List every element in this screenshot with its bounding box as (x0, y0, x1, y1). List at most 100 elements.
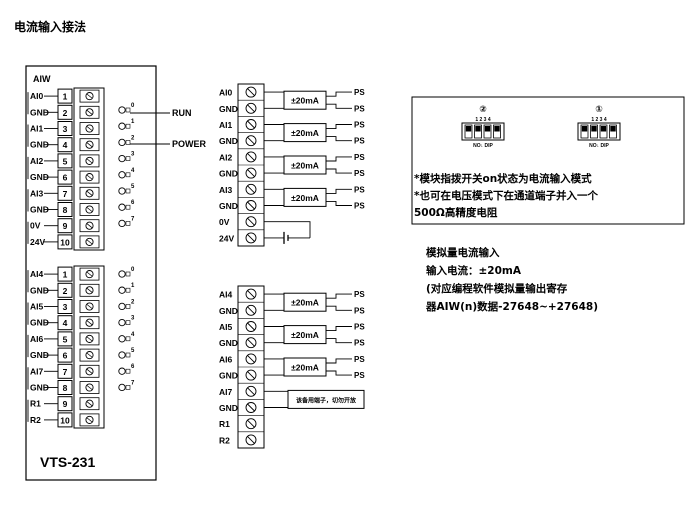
screw-slot (247, 403, 255, 412)
pin-number: 7 (63, 189, 68, 199)
led-lens (125, 287, 131, 293)
pin-number: 8 (63, 383, 68, 393)
screw-slot (86, 385, 93, 390)
screw-slot (247, 169, 255, 177)
dip-switch-number: ① (595, 105, 603, 115)
screw-slot (86, 223, 93, 228)
ps-wire (326, 124, 352, 130)
terminal-label: 24V (219, 233, 234, 243)
screw-slot (247, 88, 255, 96)
current-source-box (283, 292, 327, 312)
pin-label: 0V (30, 221, 41, 231)
info-line-3: 500Ω高精度电阻 (414, 206, 498, 219)
pin-number: 9 (63, 221, 68, 231)
status-led (118, 171, 126, 179)
led-lens (125, 123, 131, 129)
pin-number: 7 (63, 367, 68, 377)
ps-wire (326, 91, 352, 97)
pin-label: AI5 (30, 302, 44, 312)
terminal-label: AI0 (219, 88, 233, 98)
led-digit: 5 (131, 184, 135, 190)
screw-slot (247, 371, 255, 379)
dip-pin-numbers: 1 2 3 4 (475, 117, 491, 123)
screw-slot (247, 104, 255, 113)
led-digit: 0 (131, 267, 135, 273)
terminal-label: AI1 (219, 120, 233, 130)
terminal-label: R1 (219, 419, 230, 429)
screw-slot (247, 136, 255, 145)
status-led (118, 383, 126, 392)
pin-label: GND (30, 285, 49, 295)
screw-slot (86, 142, 93, 147)
reserved-note-box (287, 389, 365, 409)
pin-label: GND (30, 318, 49, 328)
module-outline (25, 65, 157, 481)
dip-toggle-on (591, 126, 597, 132)
ps-wire (326, 358, 352, 364)
screw-slot (247, 355, 255, 363)
pin-number: 2 (63, 286, 68, 296)
screw-slot (86, 207, 93, 212)
terminal-label: GND (219, 338, 238, 348)
current-source-label: ±20mA (291, 298, 319, 308)
led-lens (125, 172, 131, 178)
terminal-label: AI4 (219, 290, 233, 300)
note-line-3: (对应编程软件模拟量输出寄存 (426, 282, 568, 295)
led-lens (125, 204, 131, 210)
pin-number: 6 (63, 351, 68, 361)
screw-slot (247, 322, 255, 331)
dip-bottom-label: NO↓ DIP (473, 143, 493, 149)
led-digit: 6 (131, 364, 135, 370)
terminal-label: AI2 (219, 152, 233, 162)
current-source-label: ±20mA (291, 330, 319, 340)
dip-pin-numbers: 1 2 3 4 (591, 117, 607, 123)
note-line-4: 器AIW(n)数据-27648~+27648) (425, 300, 598, 313)
screw-slot (86, 304, 93, 309)
terminal-label: GND (219, 201, 238, 211)
dip-toggle-on (581, 126, 588, 132)
pin-number: 4 (63, 140, 68, 150)
screw-slot (247, 185, 255, 194)
screw-slot (247, 201, 255, 210)
terminal-label: GND (219, 136, 238, 146)
ps-label: PS (354, 355, 365, 364)
current-source-box (283, 90, 327, 110)
ps-wire (326, 370, 352, 376)
pin-number: 4 (63, 318, 68, 328)
pin-label: 24V (30, 237, 45, 247)
pin-number: 3 (63, 302, 68, 312)
ps-wire (326, 200, 352, 206)
led-lens (125, 188, 131, 194)
terminal-label: AI6 (219, 354, 233, 364)
pin-label: AI4 (30, 269, 44, 279)
led-digit: 6 (131, 200, 135, 206)
ps-label: PS (354, 323, 365, 332)
module-model-label: VTS-231 (40, 454, 95, 470)
ps-wire (326, 136, 352, 142)
screw-slot (86, 158, 93, 164)
pin-label: R1 (30, 399, 41, 409)
ps-label: PS (354, 339, 365, 348)
dip-toggle-on (610, 126, 616, 132)
screw-slot (86, 174, 93, 180)
terminal-label: AI5 (219, 322, 233, 332)
current-source-label: ±20mA (291, 161, 319, 171)
status-led (118, 203, 126, 211)
terminal-label: 0V (219, 217, 230, 227)
led-lens (125, 140, 131, 145)
pin-number: 6 (63, 173, 68, 183)
led-lens (125, 221, 131, 226)
dip-toggle-on (494, 126, 500, 132)
current-source-box (283, 155, 327, 175)
pin-label: AI0 (30, 91, 44, 101)
status-led (118, 367, 126, 375)
pin-label: AI6 (30, 334, 44, 344)
ps-label: PS (354, 290, 365, 299)
status-led (118, 106, 126, 114)
current-source-box (283, 187, 327, 207)
status-led (118, 302, 126, 311)
ps-wire (326, 168, 352, 174)
led-digit: 2 (131, 299, 135, 305)
ps-wire (326, 293, 352, 299)
